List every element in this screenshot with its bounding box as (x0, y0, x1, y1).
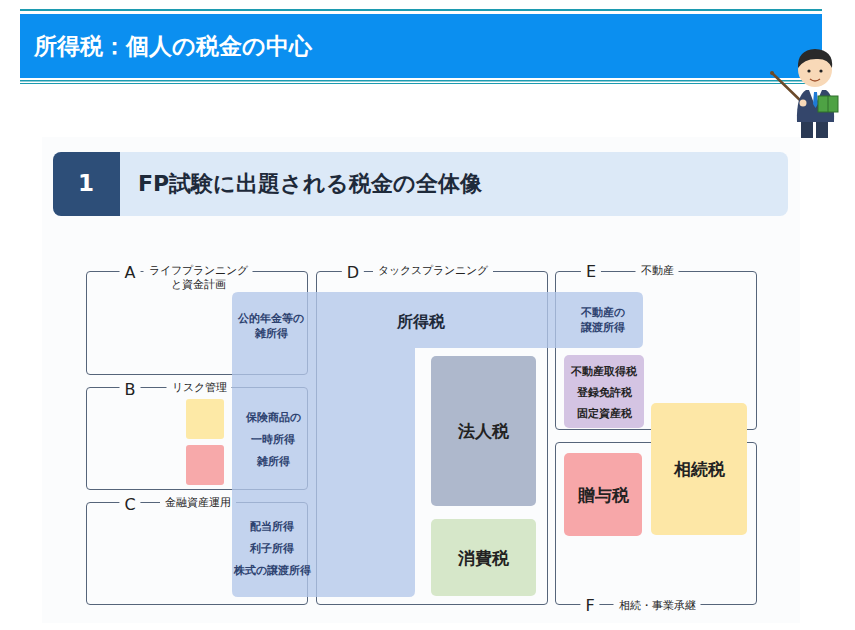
text-slot: 所得税：個人の税金の中心 (34, 31, 312, 62)
color-swatch (186, 399, 224, 439)
region-label: タックスプランニング (373, 264, 493, 278)
region-label: 相続・事業承継 (614, 599, 701, 613)
region-letter: E (581, 262, 601, 281)
region-label: ライフプランニング と資金計画 (144, 264, 253, 293)
text-slot: 相続・事業承継 (614, 599, 701, 613)
text-slot: 不動産の 譲渡所得 (581, 306, 625, 336)
text-slot: 1 (78, 170, 94, 198)
text-slot: B (120, 380, 141, 399)
text-slot: 相続税 (674, 459, 725, 479)
region-letter: D (342, 263, 364, 282)
tax-box: 不動産取得税 登録免許税 固定資産税 (564, 355, 644, 428)
income-tax-band: 所得税 公的年金等の 雑所得保険商品の 一時所得 雑所得配当所得 利子所得 株式の… (232, 292, 643, 597)
section-number-box (53, 152, 120, 216)
text-slot: 不動産 (636, 264, 679, 278)
header-rule (20, 83, 822, 84)
header-bar (20, 14, 822, 78)
region-label: リスク管理 (167, 381, 232, 395)
band-title: 所得税 (397, 312, 445, 331)
tax-name: 法人税 (458, 421, 509, 441)
header-rule (20, 80, 822, 82)
text-slot: 配当所得 利子所得 株式の譲渡所得 (234, 516, 311, 582)
section-heading: 1 FP試験に出題される税金の全体像 (53, 152, 788, 216)
text-slot: E (581, 262, 601, 281)
section-title: FP試験に出題される税金の全体像 (138, 171, 482, 197)
tax-name: 贈与税 (578, 484, 629, 504)
text-slot: 贈与税 (578, 484, 629, 504)
top-rule (20, 9, 822, 11)
text-slot: タックスプランニング (373, 264, 493, 278)
text-slot: A (120, 263, 141, 282)
text-slot: 不動産取得税 登録免許税 固定資産税 (571, 360, 637, 423)
text-slot: 法人税 (458, 421, 509, 441)
text-slot: FP試験に出題される税金の全体像 (138, 171, 482, 197)
text-slot: 金融資産運用 (160, 496, 236, 510)
region-letter: A (120, 263, 141, 282)
text-slot: D (342, 263, 364, 282)
text-slot: 公的年金等の 雑所得 (238, 312, 304, 342)
tax-name: 不動産取得税 登録免許税 固定資産税 (571, 360, 637, 423)
text-slot: 所得税 (397, 312, 445, 331)
region-letter: C (119, 495, 140, 514)
teacher-illustration (770, 49, 838, 138)
page-title: 所得税：個人の税金の中心 (34, 31, 312, 62)
region-letter: F (580, 596, 599, 615)
income-type: 配当所得 利子所得 株式の譲渡所得 (234, 516, 311, 582)
band-fill (232, 292, 643, 597)
text-slot: C (119, 495, 140, 514)
text-slot: 消費税 (458, 547, 509, 567)
tax-box: 相続税 (651, 403, 747, 535)
region-letter: B (120, 380, 141, 399)
income-type: 不動産の 譲渡所得 (581, 306, 625, 336)
tax-box: 法人税 (431, 356, 536, 506)
section-number: 1 (78, 170, 94, 198)
region-label: 不動産 (636, 264, 679, 278)
tax-name: 消費税 (458, 547, 509, 567)
section-band (53, 152, 788, 216)
panel-ground (42, 137, 800, 623)
income-type: 公的年金等の 雑所得 (238, 312, 304, 342)
tax-box: 贈与税 (564, 453, 642, 536)
tax-name: 相続税 (674, 459, 725, 479)
text-slot: 保険商品の 一時所得 雑所得 (246, 407, 301, 473)
text-slot: リスク管理 (167, 381, 232, 395)
region-label: 金融資産運用 (160, 496, 236, 510)
income-type: 保険商品の 一時所得 雑所得 (246, 407, 301, 473)
tax-box: 消費税 (431, 519, 536, 596)
text-slot: ライフプランニング と資金計画 (144, 264, 253, 293)
color-swatch (186, 445, 224, 485)
text-slot: F (580, 596, 599, 615)
